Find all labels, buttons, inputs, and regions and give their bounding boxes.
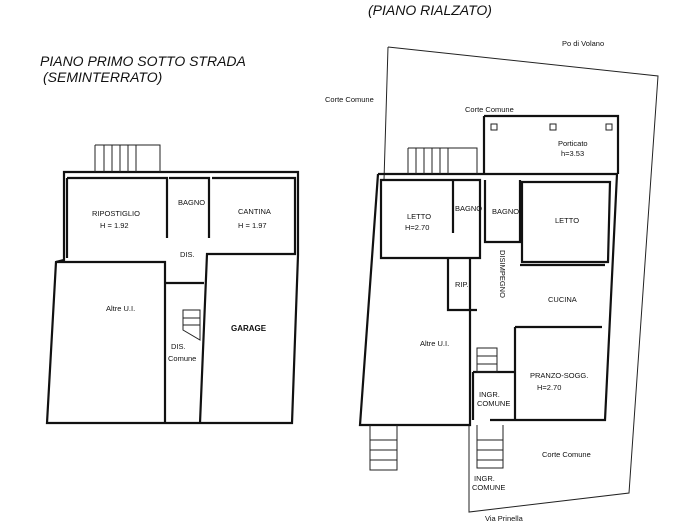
room-dis-comune-label-2: Comune [168,354,196,363]
room-letto-right-label: LETTO [555,216,579,225]
label-ingr-comune-outside: INGR. [474,474,495,483]
lower-floor-subtitle: (SEMINTERRATO) [43,69,162,85]
label-via-prinella: Via Prinella [485,514,524,523]
label-corte-comune-bottom: Corte Comune [542,450,591,459]
upper-floor-title: (PIANO RIALZATO) [368,2,492,18]
label-corte-comune-left: Corte Comune [325,95,374,104]
room-letto-left-height: H=2.70 [405,223,429,232]
room-rip-label: RIP. [455,280,469,289]
room-bagno-label: BAGNO [492,207,519,216]
room-cantina-height: H = 1.97 [238,221,267,230]
lower-floor-title: PIANO PRIMO SOTTO STRADA [40,53,246,69]
room-letto-left-label: LETTO [407,212,431,221]
room-ripostiglio-label: RIPOSTIGLIO [92,209,140,218]
room-garage-label: GARAGE [231,324,267,333]
room-porticato-label: Porticato [558,139,588,148]
room-pranzo-label: PRANZO-SOGG. [530,371,588,380]
room-dis-label: DIS. [180,250,195,259]
label-po-di-volano: Po di Volano [562,39,604,48]
room-altre-label: Altre U.I. [420,339,449,348]
room-cantina-label: CANTINA [238,207,271,216]
room-ripostiglio-height: H = 1.92 [100,221,129,230]
room-bagno-small-label: BAGNO [455,204,482,213]
room-disimpegno-label: DISIMPEGNO [498,250,507,298]
room-bagno-label: BAGNO [178,198,205,207]
lower-floor-plan: RIPOSTIGLIO H = 1.92 BAGNO CANTINA H = 1… [45,144,300,425]
upper-floor-plan: Po di Volano Corte Comune Corte Comune P… [325,39,659,523]
room-cucina-label: CUCINA [548,295,577,304]
room-ingr-comune-label: INGR. [479,390,500,399]
label-corte-comune-top: Corte Comune [465,105,514,114]
room-dis-comune-label: DIS. [171,342,186,351]
room-porticato-height: h=3.53 [561,149,584,158]
label-ingr-comune-outside-2: COMUNE [472,483,505,492]
room-altre-label: Altre U.I. [106,304,135,313]
room-ingr-comune-label-2: COMUNE [477,399,510,408]
room-pranzo-height: H=2.70 [537,383,561,392]
